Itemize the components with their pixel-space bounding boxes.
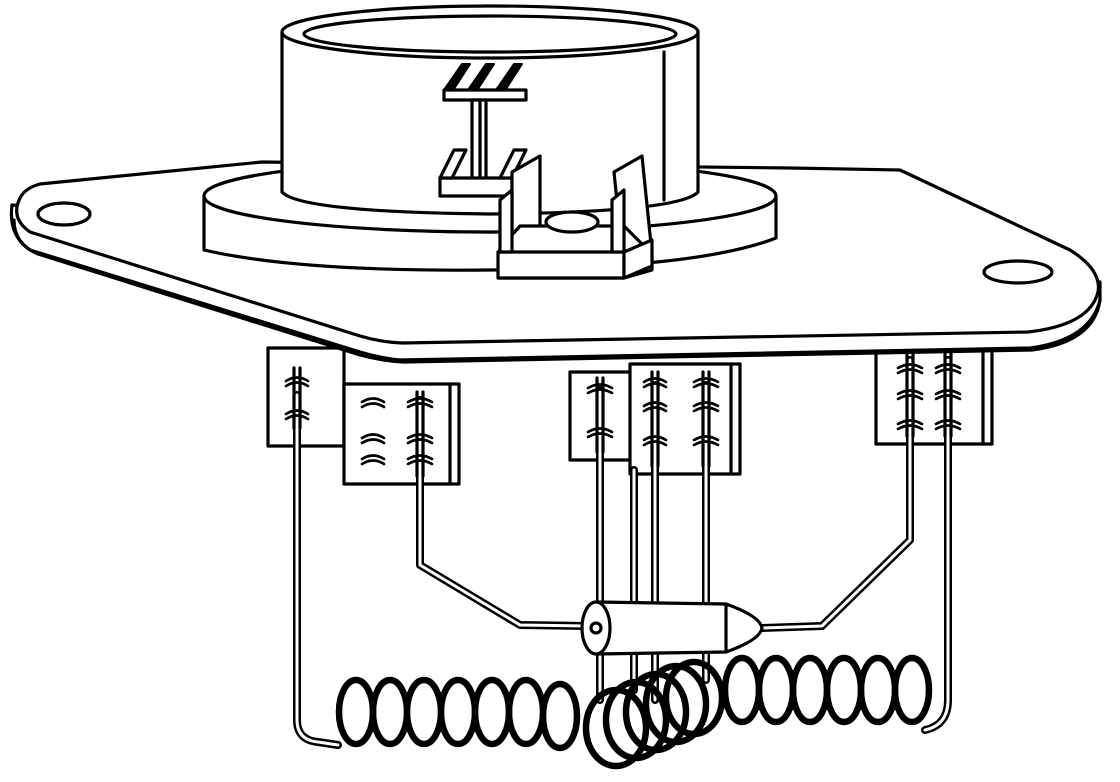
thermal-fuse <box>580 600 764 656</box>
terminal-blocks <box>266 340 994 486</box>
connector-housing <box>280 4 700 216</box>
terminal-block-center-left <box>342 382 461 486</box>
coil-resistor-center <box>582 658 726 770</box>
terminal-block-left <box>266 346 346 448</box>
connector-terminal <box>438 63 528 198</box>
coil-resistor-right <box>721 654 933 726</box>
locking-tab <box>496 154 654 280</box>
terminal-block-right <box>874 340 994 446</box>
mounting-hole-left <box>36 201 92 227</box>
mounting-hole-right <box>982 259 1054 285</box>
terminal-block-center-right <box>628 362 742 476</box>
coil-resistor-left <box>335 676 581 752</box>
locking-tab-hole <box>544 210 600 234</box>
coil-resistors <box>335 654 933 770</box>
terminal-clips <box>284 348 962 478</box>
